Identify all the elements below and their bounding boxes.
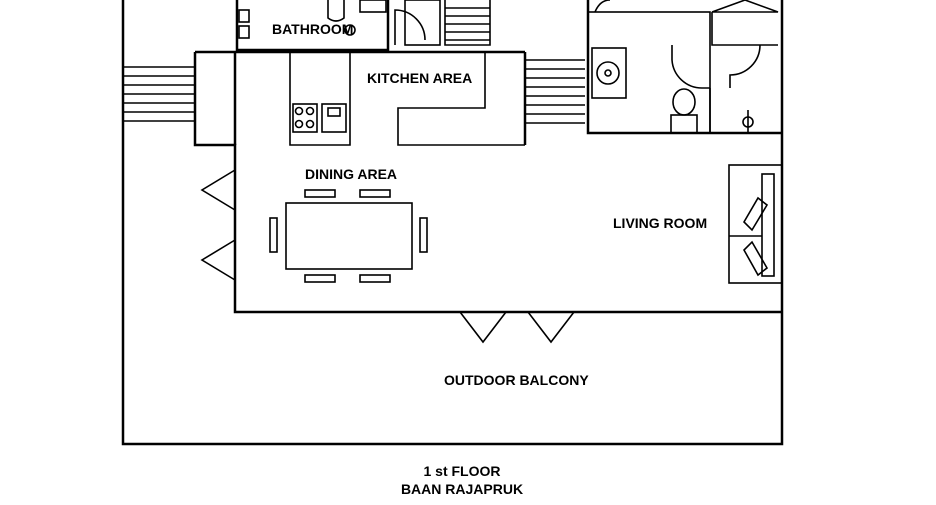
caption-building: BAAN RAJAPRUK [401,481,523,497]
label-living-room: LIVING ROOM [613,215,707,231]
sofa [728,164,783,284]
right-bathroom [586,0,782,135]
label-dining-area: DINING AREA [305,166,397,182]
upper-door-stairs [394,0,491,46]
dining-table-set [269,189,428,283]
balcony-doors [459,311,575,344]
interior-walls [193,50,782,314]
center-stairs [525,59,585,124]
label-bathroom: BATHROOM [272,21,353,37]
label-kitchen-area: KITCHEN AREA [367,70,472,86]
caption-floor: 1 st FLOOR [423,463,500,479]
kitchen-counters [289,52,525,146]
left-doors [200,169,236,281]
label-outdoor-balcony: OUTDOOR BALCONY [444,372,589,388]
bathroom-block [235,0,390,52]
left-stairs [123,66,195,122]
